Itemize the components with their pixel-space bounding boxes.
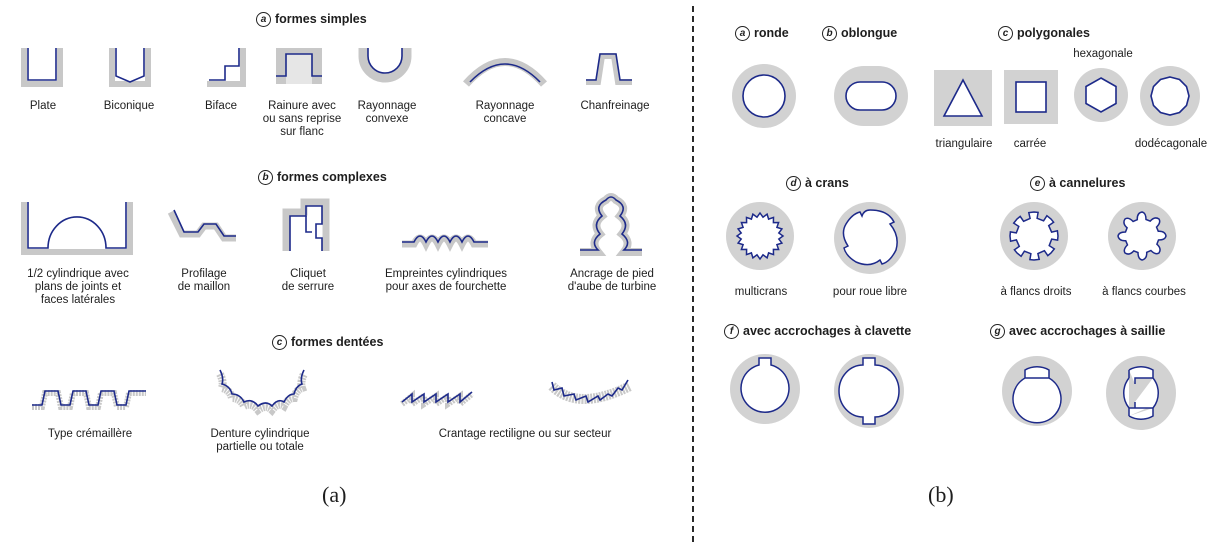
- letter-badge: f: [724, 324, 739, 340]
- caption-a: (a): [322, 482, 347, 507]
- bore-ronde: [732, 64, 796, 128]
- heading-crans: d à crans: [786, 176, 849, 192]
- label-carree: carrée: [1013, 138, 1047, 150]
- shape-biconique: [109, 48, 151, 87]
- shape-plate: [21, 48, 63, 87]
- letter-badge: c: [998, 26, 1013, 42]
- letter-badge: a: [256, 12, 271, 28]
- label-empreintes: Empreintes cylindriques pour axes de fou…: [384, 268, 508, 293]
- section-title: à cannelures: [1049, 176, 1126, 190]
- section-title: polygonales: [1017, 26, 1090, 40]
- label-multicrans: multicrans: [734, 286, 788, 298]
- label-flancs-courbes: à flancs courbes: [1102, 286, 1186, 298]
- bore-clavette-simple: [730, 354, 800, 424]
- section-title: ronde: [754, 26, 789, 40]
- section-title: oblongue: [841, 26, 898, 40]
- shape-crantage-rectiligne: [400, 389, 474, 411]
- shape-ancrage-aube: [580, 193, 642, 256]
- bore-saillie-simple: [1002, 356, 1072, 426]
- heading-polygonales: c polygonales: [998, 26, 1090, 42]
- shape-chanfreinage: [586, 53, 632, 85]
- letter-badge: d: [786, 176, 801, 192]
- caption-b: (b): [928, 482, 954, 507]
- label-cremaillere: Type crémaillère: [47, 428, 133, 440]
- label-biface: Biface: [205, 100, 237, 112]
- section-title: à crans: [805, 176, 849, 190]
- label-cliquet-serrure: Cliquet de serrure: [281, 268, 335, 293]
- label-flancs-droits: à flancs droits: [1000, 286, 1072, 298]
- bore-cannelures-flancs-courbes: [1108, 202, 1176, 270]
- bore-clavette-double: [834, 354, 904, 428]
- heading-cannelures: e à cannelures: [1030, 176, 1126, 192]
- label-triangulaire: triangulaire: [935, 138, 993, 150]
- bore-dodecagonale: [1140, 66, 1200, 126]
- letter-badge: b: [822, 26, 837, 42]
- shape-rayonnage-convexe: [358, 48, 412, 83]
- section-heading-complex: b formes complexes: [258, 170, 387, 186]
- label-demi-cylindrique: 1/2 cylindrique avec plans de joints et …: [27, 268, 129, 306]
- shape-empreintes-cylindriques: [402, 234, 488, 252]
- letter-badge: a: [735, 26, 750, 42]
- label-plate: Plate: [29, 100, 57, 112]
- heading-saillie: g avec accrochages à saillie: [990, 324, 1166, 340]
- label-dodecagonale: dodécagonale: [1134, 138, 1208, 150]
- label-profilage-maillon: Profilage de maillon: [177, 268, 231, 293]
- letter-badge: c: [272, 335, 287, 351]
- shape-rainure: [276, 48, 322, 84]
- bore-oblongue: [834, 66, 908, 126]
- bore-saillie-double: [1106, 356, 1176, 430]
- section-title: formes simples: [275, 12, 367, 26]
- letter-badge: b: [258, 170, 273, 186]
- shape-rayonnage-concave: [463, 58, 547, 87]
- section-heading-toothed: c formes dentées: [272, 335, 384, 351]
- bore-triangulaire: [934, 70, 992, 126]
- bore-carree: [1004, 70, 1058, 124]
- heading-clavette: f avec accrochages à clavette: [724, 324, 912, 340]
- label-biconique: Biconique: [103, 100, 155, 112]
- label-rayonnage-convexe: Rayonnage convexe: [357, 100, 417, 125]
- label-rainure: Rainure avec ou sans reprise sur flanc: [262, 100, 342, 138]
- section-title: avec accrochages à saillie: [1009, 324, 1166, 338]
- heading-oblongue: b oblongue: [822, 26, 898, 42]
- bore-cannelures-flancs-droits: [1000, 202, 1068, 270]
- label-roue-libre: pour roue libre: [832, 286, 908, 298]
- label-chanfreinage: Chanfreinage: [580, 100, 650, 112]
- bore-multicrans: [726, 202, 794, 270]
- panel-divider: [692, 6, 694, 542]
- section-heading-simple: a formes simples: [256, 12, 367, 28]
- label-hexagonale: hexagonale: [1073, 48, 1133, 60]
- shape-cliquet-serrure: [282, 198, 330, 251]
- shape-biface: [207, 48, 246, 87]
- bore-roue-libre: [834, 202, 906, 274]
- shape-cremaillere: [32, 390, 146, 410]
- shape-denture-cylindrique: [216, 369, 308, 417]
- section-title: formes complexes: [277, 170, 387, 184]
- bore-hexagonale: [1074, 68, 1128, 122]
- letter-badge: g: [990, 324, 1005, 340]
- label-denture: Denture cylindrique partielle ou totale: [210, 428, 310, 453]
- label-crantage: Crantage rectiligne ou sur secteur: [438, 428, 612, 440]
- section-title: avec accrochages à clavette: [743, 324, 912, 338]
- shape-profilage-maillon: [167, 209, 236, 242]
- shape-demi-cylindrique: [21, 202, 133, 255]
- section-title: formes dentées: [291, 335, 384, 349]
- letter-badge: e: [1030, 176, 1045, 192]
- label-ancrage: Ancrage de pied d'aube de turbine: [567, 268, 657, 293]
- label-rayonnage-concave: Rayonnage concave: [475, 100, 535, 125]
- shape-crantage-secteur: [548, 379, 633, 404]
